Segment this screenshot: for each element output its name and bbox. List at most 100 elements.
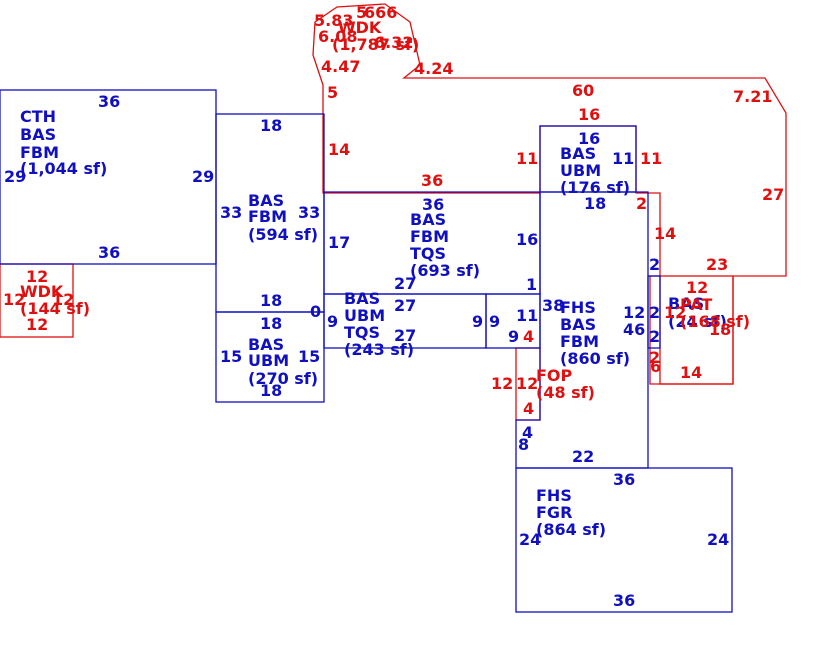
area-line: FBM	[410, 227, 449, 246]
area-line: (270 sf)	[248, 369, 318, 388]
dimension-label: 12	[623, 303, 645, 322]
area-label-wdk-top: WDK (1,787 sf)	[332, 18, 419, 54]
dimension-label: 666	[364, 3, 397, 22]
dimension-label: 29	[192, 167, 214, 186]
dimension-label: 4	[523, 327, 534, 346]
dimension-label: 14	[680, 363, 702, 382]
dimension-label: 22	[572, 447, 594, 466]
dimension-label: 16	[516, 230, 538, 249]
dimension-label: 16	[578, 105, 600, 124]
dimension-label: 27	[394, 274, 416, 293]
dimension-label: 12	[26, 267, 48, 286]
dimension-label: 2	[649, 255, 660, 274]
dimension-label: 12	[26, 315, 48, 334]
area-label-fhs-bas-fbm: FHS BAS FBM (860 sf)	[560, 298, 630, 368]
dimension-label: 9	[489, 312, 500, 331]
area-line: FHS	[536, 486, 572, 505]
dimension-label: 16	[578, 129, 600, 148]
dimension-label: 6.08	[318, 27, 357, 46]
dimension-label: 11	[516, 306, 538, 325]
area-line: FHS	[560, 298, 596, 317]
dimension-label: 0	[310, 302, 321, 321]
dimension-label: 36	[421, 171, 443, 190]
area-line: WDK	[20, 282, 64, 301]
area-label-fhs-fgr: FHS FGR (864 sf)	[536, 486, 606, 539]
area-line: (168 sf)	[680, 312, 750, 331]
dimension-label: 5	[356, 3, 367, 22]
area-line: UBM	[344, 306, 385, 325]
area-line: TQS	[410, 244, 446, 263]
dimension-label: 6	[650, 357, 661, 376]
area-line: BAS	[248, 191, 284, 210]
dimension-label: 36	[98, 243, 120, 262]
area-line: BAS	[344, 289, 380, 308]
dimension-label: 12	[516, 374, 538, 393]
area-line: BAS	[248, 335, 284, 354]
dimension-label: 36	[613, 470, 635, 489]
area-label-fop: FOP (48 sf)	[536, 366, 595, 402]
area-line: (864 sf)	[536, 520, 606, 539]
area-line: (243 sf)	[344, 340, 414, 359]
dimension-label: 18	[584, 194, 606, 213]
dimension-label: 2	[649, 348, 660, 367]
dimension-label: 9	[472, 312, 483, 331]
dimension-label: 11	[516, 149, 538, 168]
area-line: (1,044 sf)	[20, 159, 107, 178]
area-line: UBM	[560, 161, 601, 180]
area-line: (594 sf)	[248, 225, 318, 244]
area-line: BAS	[560, 315, 596, 334]
area-line: (860 sf)	[560, 349, 630, 368]
bas-ubm-270-outline	[215, 311, 325, 403]
area-label-bas-ubm-270: BAS UBM (270 sf)	[248, 335, 318, 388]
dimension-label: 12	[3, 290, 25, 309]
bas-small-outline	[647, 275, 661, 349]
area-line: FBM	[560, 332, 599, 351]
dimension-label: 27	[394, 326, 416, 345]
dimension-label: 11	[612, 149, 634, 168]
dimension-label: 4.24	[414, 59, 453, 78]
dimension-label: 24	[707, 530, 729, 549]
dimension-label: 60	[572, 81, 594, 100]
area-line: (176 sf)	[560, 178, 630, 197]
dimension-label: 33	[220, 203, 242, 222]
area-label-pat: PAT (168 sf)	[680, 295, 750, 331]
dimension-label: 29	[4, 167, 26, 186]
dimension-label: 33	[298, 203, 320, 222]
dimension-label: 12	[686, 278, 708, 297]
area-line: (24 sf)	[668, 312, 727, 331]
area-line: (693 sf)	[410, 261, 480, 280]
dimension-label: 9	[508, 327, 519, 346]
blue-dimensions: 36 29 29 36 18 33 33 18 18 15 15 18 36 1…	[4, 92, 729, 610]
dimension-label: 12	[491, 374, 513, 393]
dimension-label: 12	[52, 290, 74, 309]
dimension-label: 2	[636, 194, 647, 213]
dimension-label: 7.21	[733, 87, 772, 106]
dimension-label: 36	[98, 92, 120, 111]
area-line: FBM	[248, 207, 287, 226]
dimension-label: 4.47	[321, 57, 360, 76]
dimension-label: 6.32	[374, 33, 413, 52]
dimension-label: 4	[522, 423, 533, 442]
dimension-label: 14	[654, 224, 676, 243]
area-label-bas-ubm-176: BAS UBM (176 sf)	[560, 144, 630, 197]
red-dimensions: 12 12 12 12 5.83 5 666 6.08 6.32 4.47 4.…	[3, 3, 784, 418]
dimension-label: 23	[706, 255, 728, 274]
area-line: CTH	[20, 107, 56, 126]
area-label-cth: CTH BAS FBM (1,044 sf)	[20, 107, 107, 178]
dimension-label: 17	[328, 233, 350, 252]
dimension-label: 38	[542, 296, 564, 315]
dimension-label: 18	[260, 291, 282, 310]
dimension-label: 36	[613, 591, 635, 610]
dimension-label: 5.83	[314, 11, 353, 30]
area-line: FGR	[536, 503, 572, 522]
dimension-label: 18	[260, 116, 282, 135]
area-line: (1,787 sf)	[332, 35, 419, 54]
area-line: BAS	[560, 144, 596, 163]
area-line: (144 sf)	[20, 299, 90, 318]
dimension-label: 8	[518, 435, 529, 454]
area-line: (48 sf)	[536, 383, 595, 402]
area-label-bas-small: BAS (24 sf)	[668, 294, 727, 331]
area-line: BAS	[20, 125, 56, 144]
dimension-label: 18	[709, 320, 731, 339]
